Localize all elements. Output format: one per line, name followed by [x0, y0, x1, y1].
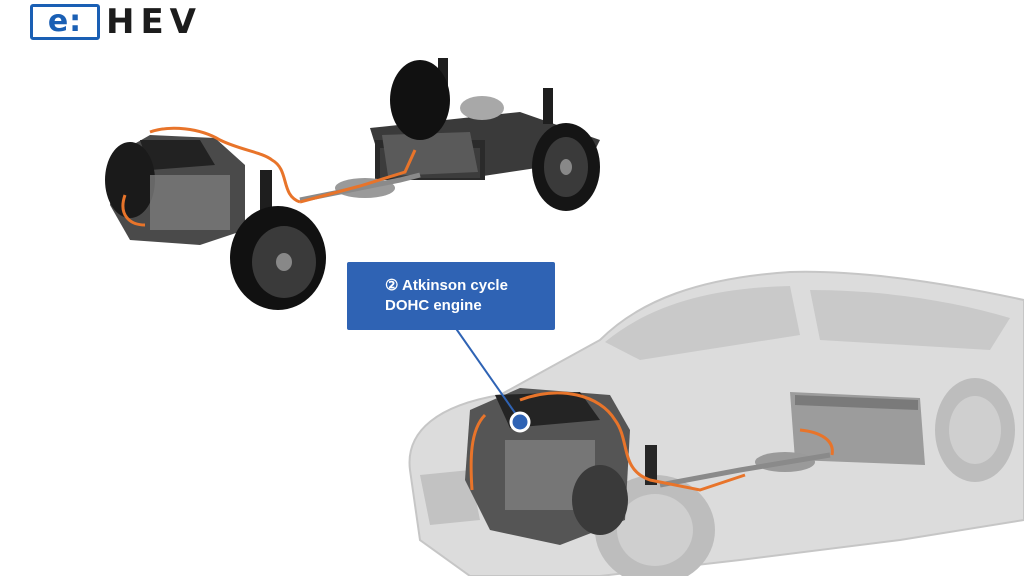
callout-line-2: DOHC engine	[385, 297, 482, 314]
callout-leader-line	[449, 319, 521, 421]
callout-line-1: ② Atkinson cycle	[385, 277, 508, 294]
callout-marker	[509, 411, 531, 433]
logo-badge: e:	[30, 4, 100, 40]
car-illustration	[408, 270, 1024, 576]
logo-text: HEV	[106, 2, 202, 42]
engine-callout: ② Atkinson cycle DOHC engine	[347, 262, 555, 330]
ehev-logo: e: HEV	[30, 2, 202, 42]
chassis-illustration	[105, 58, 600, 310]
